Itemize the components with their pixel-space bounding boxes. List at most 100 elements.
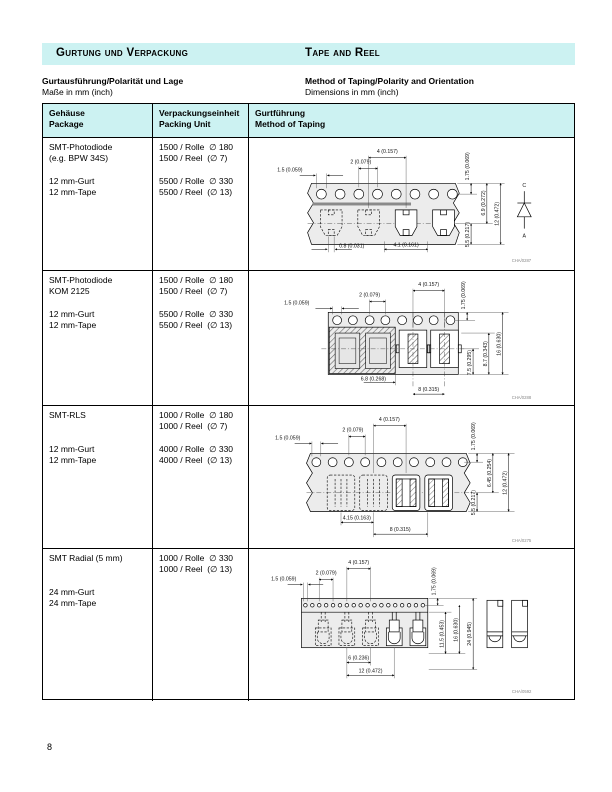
- packing-unit-cell: 1500 / Rolle ∅ 180 1500 / Reel (∅ 7) 550…: [153, 138, 249, 270]
- taping-drawing-cell: 1.5 (0.059) 2 (0.079) 4 (0.157): [249, 549, 574, 701]
- dimension-label: 11.5 (0.453): [440, 620, 446, 648]
- intro-left: Gurtausführung/Polarität und Lage Maße i…: [42, 76, 183, 98]
- packaging-table: Gehäuse Package Verpackungseinheit Packi…: [42, 103, 575, 701]
- dimension-bottom: 6 (0.236) 12 (0.472): [346, 647, 395, 679]
- col-header-method-of-taping: Gurtführung Method of Taping: [255, 108, 326, 130]
- dimension-top: 1.5 (0.059) 2 (0.079) 4 (0.157): [271, 560, 371, 602]
- taping-diagram-12mm-photodiode: 1.5 (0.059) 2 (0.079) 4 (0.157): [277, 149, 532, 263]
- sprocket-holes: [316, 188, 458, 200]
- dimension-label: 5.5 (0.217): [465, 222, 471, 248]
- dimension-label: 4.1 (0.161): [393, 242, 419, 248]
- taping-diagram-24mm-radial: 1.5 (0.059) 2 (0.079) 4 (0.157): [271, 560, 532, 694]
- carrier-tape: [307, 182, 460, 245]
- taping-diagram-12mm-rls: 1.5 (0.059) 2 (0.079) 4 (0.157): [275, 417, 532, 543]
- figure-id: CHA/0288: [512, 395, 532, 400]
- section-title-band: Gurtung und Verpackung Tape and Reel: [42, 43, 575, 65]
- sprocket-holes: [303, 603, 425, 608]
- dimension-right: 1.75 (0.069) 6.45 (0.254) 12 (0.472) 5.5…: [464, 422, 515, 516]
- dimension-top: 1.5 (0.059) 2 (0.079) 4 (0.157): [275, 417, 407, 474]
- cover-tape-bar: [312, 202, 412, 206]
- cathode-label: C: [522, 183, 526, 189]
- dimension-label: 1.5 (0.059): [284, 300, 310, 306]
- dimension-label: 16 (0.630): [453, 618, 459, 642]
- dimension-label: 5.5 (0.217): [471, 490, 477, 516]
- package-cell: SMT-Photodiode (e.g. BPW 34S) 12 mm-Gurt…: [43, 138, 153, 270]
- component-outlines: [326, 474, 453, 511]
- dimension-label: 0.8 (0.031): [339, 243, 365, 249]
- dimension-label: 6.9 (0.272): [481, 190, 487, 216]
- dimension-label: 16 (0.630): [497, 332, 503, 356]
- dimension-label: 4 (0.157): [377, 149, 398, 155]
- col-header-package: Gehäuse Package: [43, 104, 153, 137]
- dimension-label: 8 (0.315): [390, 527, 411, 533]
- dimension-bottom: 0.8 (0.031) 4.1 (0.161): [311, 236, 428, 253]
- dimension-label: 12 (0.472): [503, 471, 509, 495]
- packing-unit-cell: 1500 / Rolle ∅ 180 1500 / Reel (∅ 7) 550…: [153, 271, 249, 405]
- intro-right-sub: Dimensions in mm (inch): [305, 87, 399, 97]
- dimension-right: 1.75 (0.069) 6.9 (0.272) 12 (0.472) 5.5 …: [457, 152, 505, 248]
- dimension-right: 1.75 (0.069) 7.5 (0.295) 8.7 (0.343) 16 …: [455, 281, 509, 376]
- dimension-label: 2 (0.079): [342, 428, 363, 434]
- dimension-label: 2 (0.079): [350, 160, 371, 166]
- taping-drawing-cell: 1.5 (0.059) 2 (0.079) 4 (0.157): [249, 138, 574, 270]
- package-cell: SMT Radial (5 mm) 24 mm-Gurt 24 mm-Tape: [43, 549, 153, 701]
- side-view-components: [486, 599, 528, 649]
- section-title-en: Tape and Reel: [305, 47, 380, 59]
- dimension-bottom: 4.15 (0.163) 8 (0.315): [340, 512, 428, 538]
- intro-left-sub: Maße in mm (inch): [42, 87, 113, 97]
- component-outlines: [328, 326, 462, 374]
- sprocket-holes: [332, 315, 456, 326]
- dimension-label: 1.5 (0.059): [277, 167, 303, 173]
- dimension-label: 8.7 (0.343): [483, 341, 489, 367]
- dimension-label: 4 (0.157): [418, 282, 439, 288]
- table-row: SMT-Photodiode (e.g. BPW 34S) 12 mm-Gurt…: [43, 138, 574, 271]
- dimension-top: 1.5 (0.059) 2 (0.079) 4 (0.157): [284, 282, 445, 329]
- dimension-label: 1.75 (0.069): [432, 567, 438, 595]
- dimension-label: 4 (0.157): [348, 560, 369, 566]
- dimension-label: 6 (0.236): [348, 656, 369, 662]
- carrier-tape: [301, 597, 429, 649]
- component-outlines: [320, 209, 455, 236]
- intro-left-title: Gurtausführung/Polarität und Lage: [42, 76, 184, 86]
- dimension-label: 1.75 (0.069): [465, 152, 471, 180]
- dimension-label: 2 (0.079): [359, 293, 380, 299]
- dimension-label: 1.5 (0.059): [275, 436, 301, 442]
- table-row: SMT-Photodiode KOM 2125 12 mm-Gurt 12 mm…: [43, 271, 574, 406]
- dimension-label: 4.15 (0.163): [343, 515, 371, 521]
- dimension-bottom: 6.8 (0.268) 8 (0.315): [361, 374, 445, 396]
- dimension-label: 4 (0.157): [379, 417, 400, 423]
- taping-drawing-cell: 1.5 (0.059) 2 (0.079) 4 (0.157): [249, 271, 574, 405]
- figure-id: CHA/0592: [512, 689, 532, 694]
- figure-id: CHA/0275: [512, 538, 532, 543]
- dimension-label: 12 (0.472): [359, 668, 383, 674]
- component-outlines: [314, 612, 427, 647]
- dimension-label: 1.75 (0.069): [471, 422, 477, 450]
- diode-polarity-symbol: C A: [516, 183, 532, 239]
- intro-right-title: Method of Taping/Polarity and Orientatio…: [305, 76, 474, 86]
- sprocket-holes: [311, 457, 468, 467]
- packing-unit-cell: 1000 / Rolle ∅ 330 1000 / Reel (∅ 13): [153, 549, 249, 701]
- packing-unit-cell: 1000 / Rolle ∅ 180 1000 / Reel (∅ 7) 400…: [153, 406, 249, 548]
- package-cell: SMT-Photodiode KOM 2125 12 mm-Gurt 12 mm…: [43, 271, 153, 405]
- page-number: 8: [47, 742, 53, 752]
- table-header-row: Gehäuse Package Verpackungseinheit Packi…: [43, 104, 574, 138]
- dimension-right: 1.75 (0.069) 11.5 (0.453) 16 (0.630) 24 …: [424, 567, 478, 670]
- table-row: SMT Radial (5 mm) 24 mm-Gurt 24 mm-Tape …: [43, 549, 574, 701]
- dimension-label: 1.5 (0.059): [271, 577, 297, 583]
- dimension-label: 7.5 (0.295): [467, 350, 473, 376]
- package-cell: SMT-RLS 12 mm-Gurt 12 mm-Tape: [43, 406, 153, 548]
- figure-id: CHA/0287: [512, 258, 532, 263]
- section-title-de: Gurtung und Verpackung: [56, 47, 189, 59]
- dimension-label: 12 (0.472): [495, 202, 501, 226]
- dimension-label: 24 (0.945): [467, 622, 473, 646]
- table-row: SMT-RLS 12 mm-Gurt 12 mm-Tape 1000 / Rol…: [43, 406, 574, 549]
- col-header-packing-unit: Verpackungseinheit Packing Unit: [153, 104, 249, 137]
- dimension-top: 1.5 (0.059) 2 (0.079) 4 (0.157): [277, 149, 407, 208]
- dimension-label: 1.75 (0.069): [461, 281, 467, 309]
- intro-right: Method of Taping/Polarity and Orientatio…: [305, 76, 474, 98]
- dimension-label: 2 (0.079): [316, 571, 337, 577]
- taping-drawing-cell: 1.5 (0.059) 2 (0.079) 4 (0.157): [249, 406, 574, 548]
- dimension-label: 6.8 (0.268): [361, 376, 387, 382]
- dimension-label: 8 (0.315): [418, 387, 439, 393]
